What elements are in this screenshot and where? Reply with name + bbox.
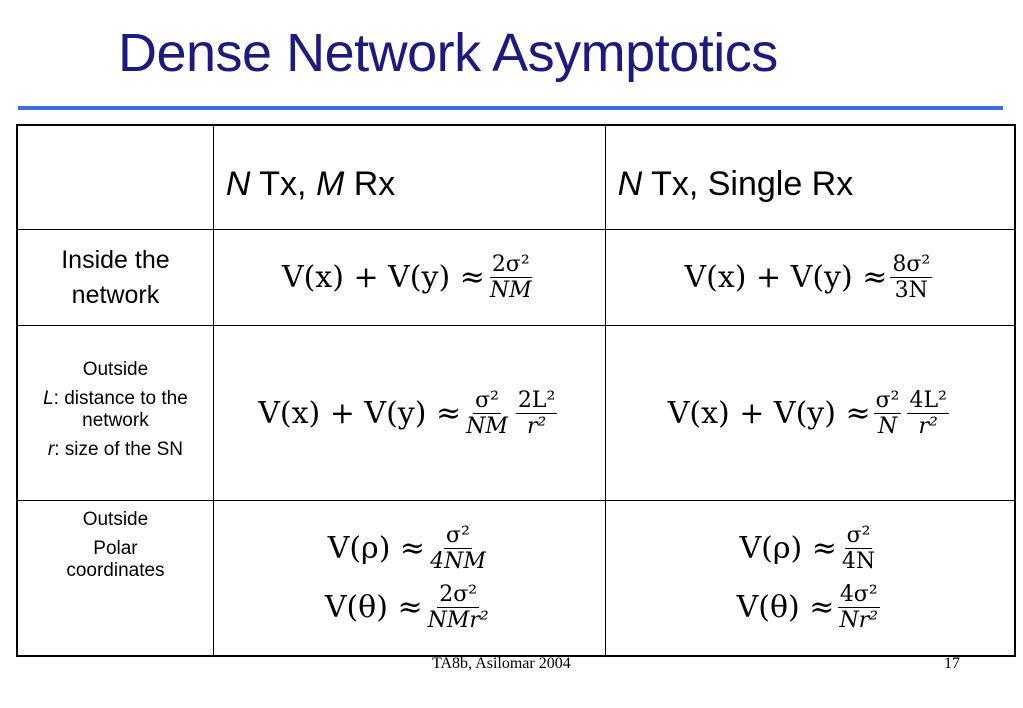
fraction-numerator: σ² <box>444 523 472 549</box>
row-label-line: Inside the <box>61 245 170 274</box>
header-var-n: N <box>225 165 251 203</box>
fraction-numerator: 2L² <box>515 387 558 414</box>
header-var-n: N <box>617 165 643 203</box>
fraction-denominator: NMr² <box>427 608 489 633</box>
formula: V(x) + V(y) ≈ 2σ² NM <box>214 252 605 303</box>
formula-rho: V(ρ) ≈ σ² 4NM <box>328 523 491 574</box>
formula-cell: V(ρ) ≈ σ² 4NM V(θ) ≈ 2σ² NMr² <box>212 500 606 657</box>
fraction: σ² 4N <box>840 523 877 574</box>
slide-footer: TA8b, Asilomar 2004 <box>432 655 571 672</box>
fraction-denominator: r² <box>526 413 547 439</box>
row-label-polar: Polar coordinates <box>66 538 165 581</box>
empty-corner-cell <box>16 124 214 230</box>
asymptotics-table: N Tx, M Rx N Tx, Single Rx Inside the ne… <box>16 124 1016 657</box>
fraction-denominator: 3N <box>894 278 928 303</box>
row-label-outside: Outside <box>82 509 149 530</box>
fraction-denominator: NM <box>489 278 532 303</box>
formula-cell: V(ρ) ≈ σ² 4N V(θ) ≈ 4σ² Nr² <box>604 500 1016 657</box>
header-cell-multi-rx: N Tx, M Rx <box>212 124 606 230</box>
fraction-numerator: σ² <box>844 523 873 549</box>
fraction-numerator: 4σ² <box>837 582 880 608</box>
formula-theta: V(θ) ≈ 2σ² NMr² <box>325 582 494 633</box>
formula-lhs: V(ρ) ≈ <box>739 531 837 566</box>
fraction: 4L² r² <box>907 387 949 439</box>
formula-rho: V(ρ) ≈ σ² 4N <box>740 523 881 574</box>
header-cell-single-rx: N Tx, Single Rx <box>604 124 1016 230</box>
fraction: 4σ² Nr² <box>837 582 880 633</box>
fraction-numerator: 2σ² <box>437 582 480 608</box>
formula-lhs: V(ρ) ≈ <box>327 531 426 566</box>
formula-cell: V(x) + V(y) ≈ σ² NM 2L² r² <box>212 325 606 501</box>
fraction-denominator: Nr² <box>839 608 879 633</box>
fraction-numerator: 2σ² <box>489 252 532 278</box>
fraction-numerator: σ² <box>473 387 501 414</box>
formula-lhs: V(θ) ≈ <box>736 590 835 625</box>
table-row-inside: Inside the network V(x) + V(y) ≈ 2σ² NM … <box>16 229 1016 326</box>
formula: V(x) + V(y) ≈ σ² NM 2L² r² <box>214 388 605 439</box>
formula-cell: V(x) + V(y) ≈ σ² N 4L² r² <box>604 325 1016 501</box>
row-label-outside: Outside <box>82 358 149 380</box>
fraction: 8σ² 3N <box>890 252 933 303</box>
fraction-numerator: 4L² <box>907 387 949 414</box>
row-label-inside: Inside the network <box>16 229 214 326</box>
fraction-denominator: N <box>877 413 898 439</box>
row-label-outside-polar: Outside Polar coordinates <box>16 500 214 657</box>
header-text-single-rx: Tx, Single Rx <box>642 165 854 203</box>
formula-cell: V(x) + V(y) ≈ 8σ² 3N <box>604 229 1016 326</box>
fraction: σ² 4NM <box>428 523 488 574</box>
row-label-line: network <box>71 280 160 309</box>
formula-theta: V(θ) ≈ 4σ² Nr² <box>737 582 883 633</box>
title-divider <box>18 106 1003 110</box>
table-row-outside-distance: Outside L: distance to the network r: si… <box>16 325 1016 501</box>
fraction-numerator: 8σ² <box>890 252 933 278</box>
header-text-tx: Tx, <box>250 165 316 203</box>
header-var-m: M <box>315 165 345 203</box>
fraction: σ² N <box>873 387 902 439</box>
fraction: σ² NM <box>464 388 510 439</box>
formula-lhs: V(x) + V(y) ≈ <box>281 260 485 295</box>
fraction: 2σ² NM <box>488 252 534 303</box>
formula-lhs: V(x) + V(y) ≈ <box>258 395 462 431</box>
formula-cell: V(x) + V(y) ≈ 2σ² NM <box>212 229 606 326</box>
fraction-numerator: σ² <box>873 387 902 414</box>
formula-lhs: V(x) + V(y) ≈ <box>684 260 888 295</box>
slide-title: Dense Network Asymptotics <box>118 23 778 83</box>
formula: V(x) + V(y) ≈ σ² N 4L² r² <box>606 388 1014 439</box>
fraction-denominator: r² <box>918 413 938 439</box>
fraction-denominator: 4N <box>841 549 876 574</box>
fraction-denominator: 4NM <box>430 549 486 574</box>
table-row-outside-polar: Outside Polar coordinates V(ρ) ≈ σ² 4NM … <box>16 500 1016 657</box>
row-label-outside-distance: Outside L: distance to the network r: si… <box>16 325 214 501</box>
row-label-r-def: r: size of the SN <box>47 438 184 460</box>
row-label-l-def: L: distance to the network <box>43 387 188 431</box>
page-number: 17 <box>944 655 960 672</box>
formula-lhs: V(θ) ≈ <box>324 590 423 625</box>
formula: V(x) + V(y) ≈ 8σ² 3N <box>606 252 1014 303</box>
fraction: 2σ² NMr² <box>426 582 491 633</box>
formula-lhs: V(x) + V(y) ≈ <box>667 395 871 431</box>
fraction: 2L² r² <box>515 387 558 439</box>
header-text-rx: Rx <box>344 165 396 203</box>
fraction-denominator: NM <box>466 413 508 439</box>
table-header-row: N Tx, M Rx N Tx, Single Rx <box>16 124 1016 230</box>
